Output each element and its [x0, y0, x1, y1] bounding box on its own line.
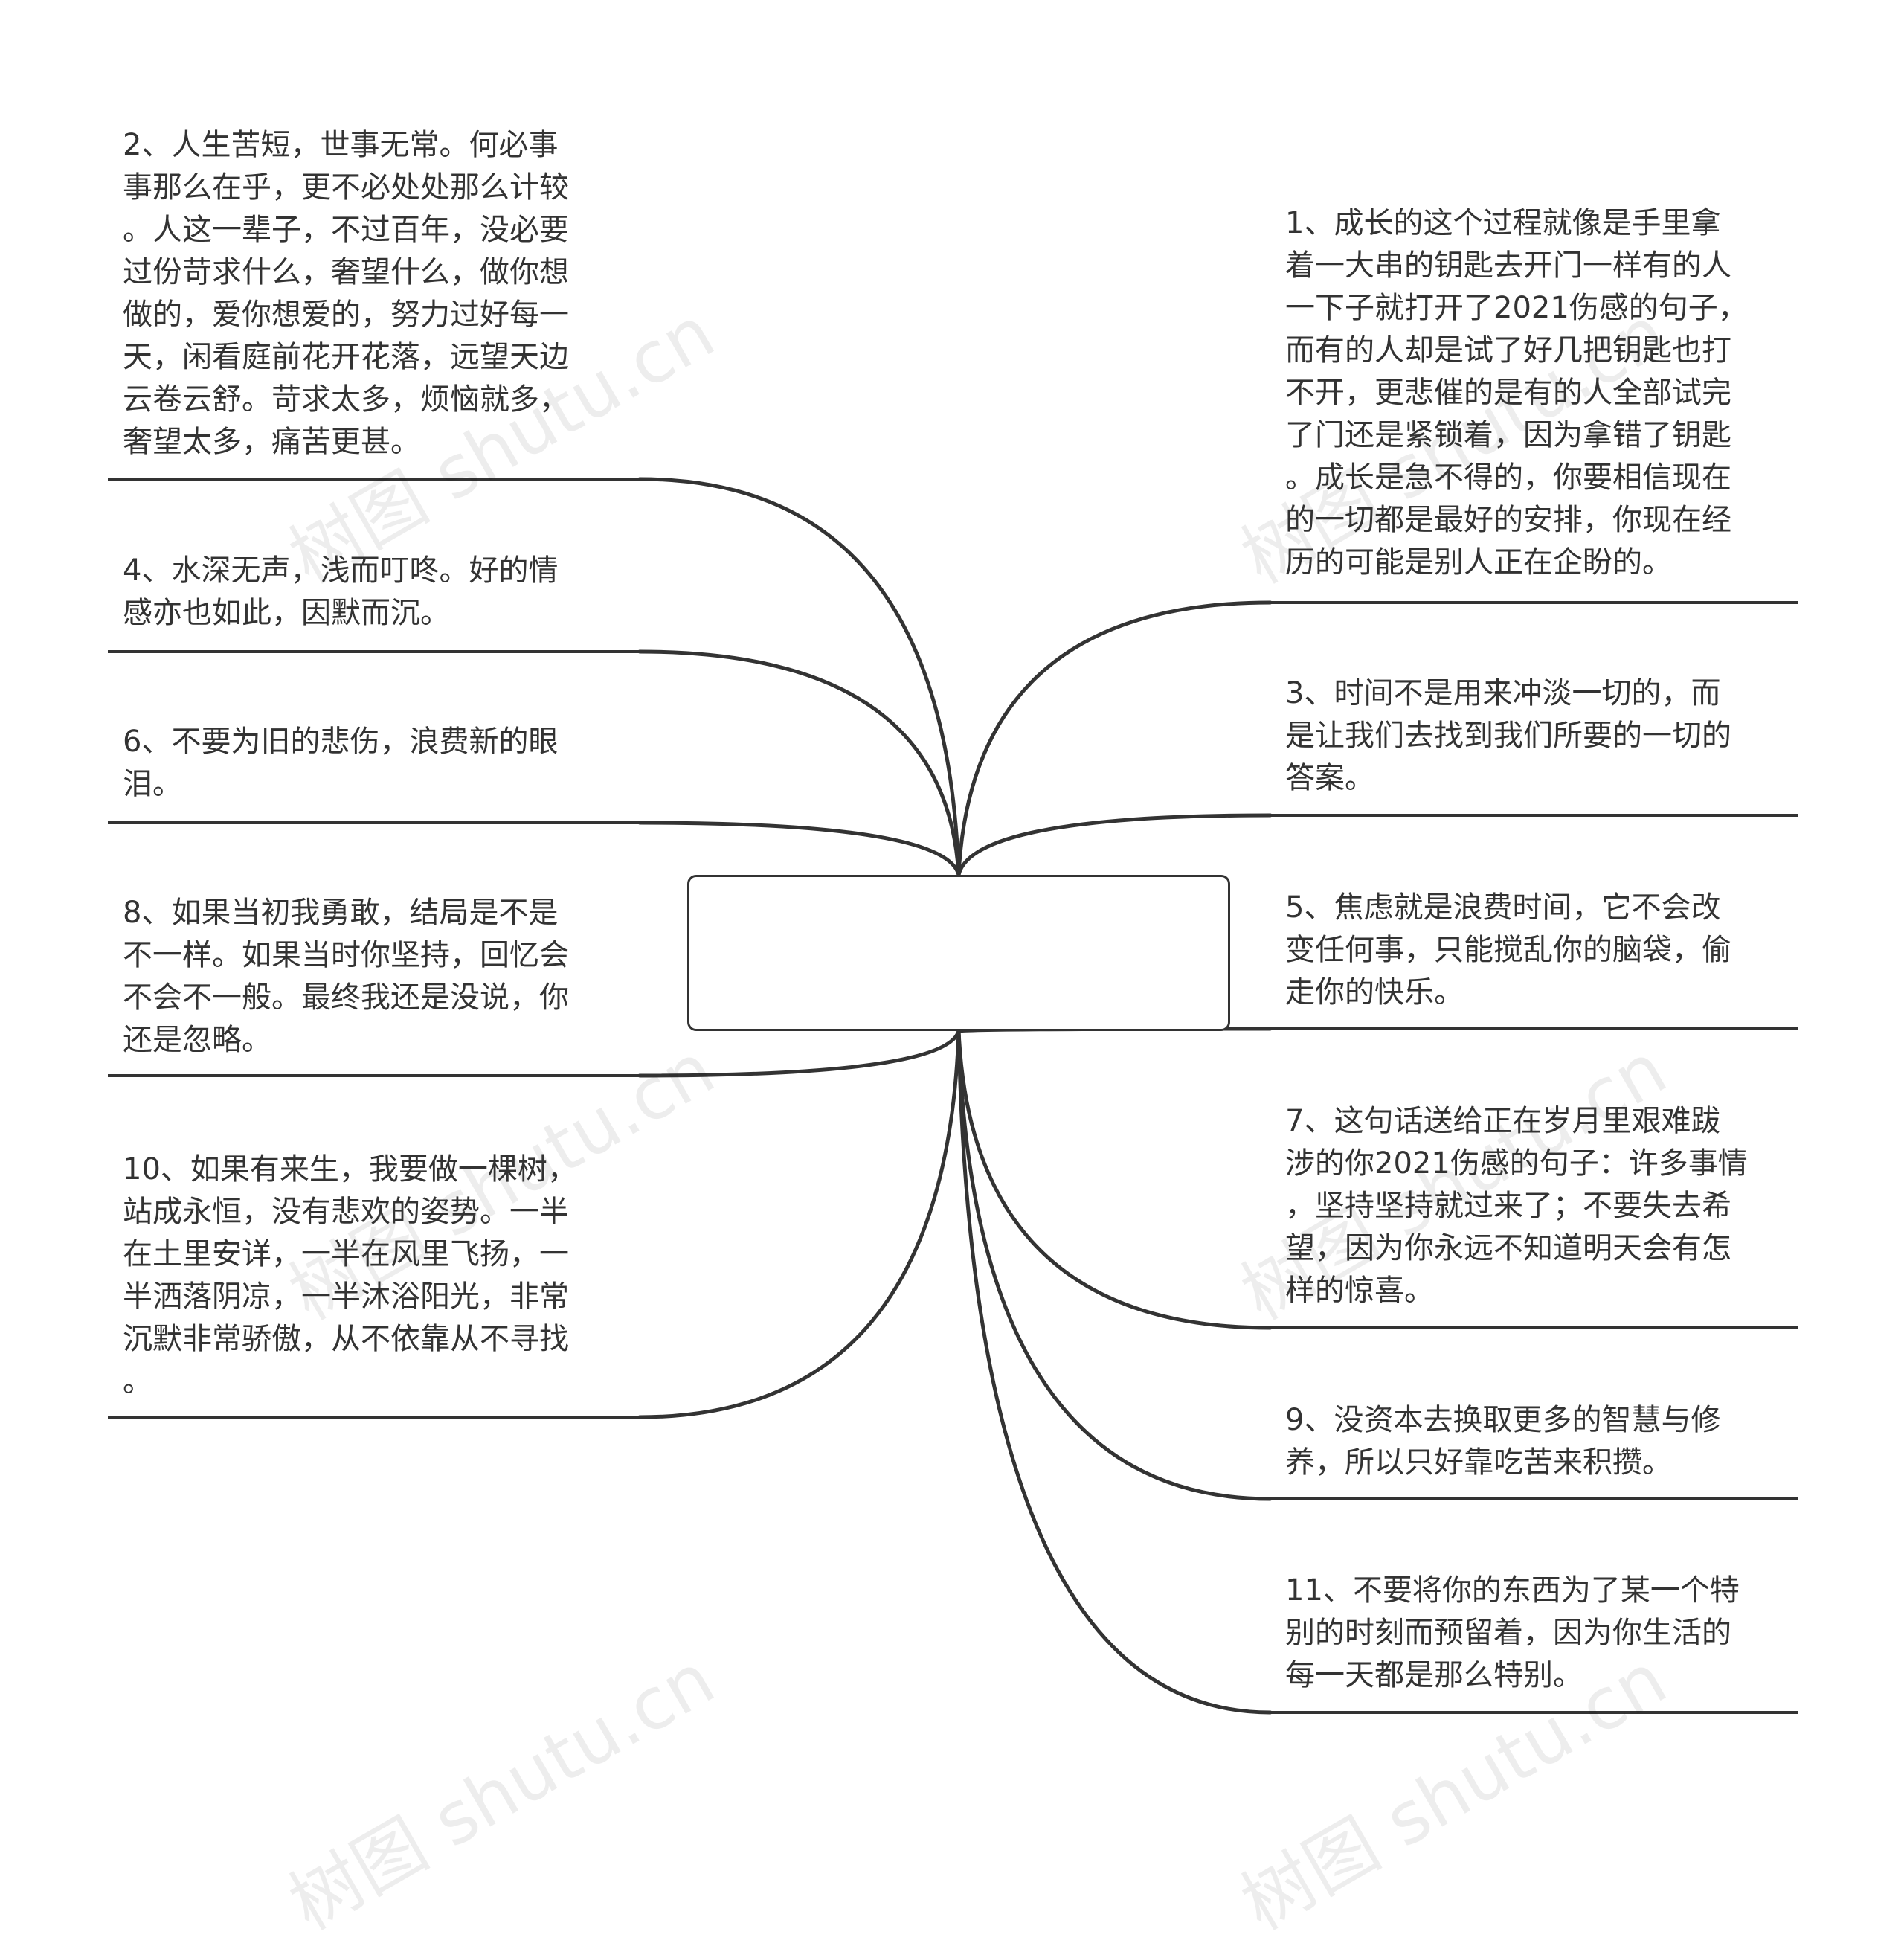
branch-node-right[interactable]: 3、时间不是用来冲淡一切的，而 是让我们去找到我们所要的一切的 答案。 [1285, 676, 1731, 795]
connector-left [637, 1029, 961, 1419]
branch-node-right[interactable]: 9、没资本去换取更多的智慧与修 养，所以只好靠吃苦来积攒。 [1285, 1403, 1721, 1480]
branch-node-left[interactable]: 2、人生苦短，世事无常。何必事 事那么在乎，更不必处处那么计较 。人这一辈子，不… [123, 128, 569, 459]
branch-node-left[interactable]: 10、如果有来生，我要做一棵树， 站成永恒，没有悲欢的姿势。一半 在土里安详，一… [123, 1152, 577, 1399]
branch-node-left[interactable]: 8、如果当初我勇敢，结局是不是 不一样。如果当时你坚持，回忆会 不会不一般。最终… [123, 896, 569, 1057]
connector-right [956, 600, 1273, 877]
branch-node-right[interactable]: 11、不要将你的东西为了某一个特 别的时刻而预留着，因为你生活的 每一天都是那么… [1285, 1573, 1740, 1692]
connector-right [956, 813, 1273, 877]
connector-left [637, 821, 961, 877]
branch-node-left[interactable]: 4、水深无声，浅而叮咚。好的情 感亦也如此，因默而沉。 [123, 553, 559, 630]
branch-node-right[interactable]: 1、成长的这个过程就像是手里拿 着一大串的钥匙去开门一样有的人 一下子就打开了2… [1285, 206, 1748, 579]
connector-right [956, 1029, 1273, 1330]
connector-left [637, 649, 961, 877]
branch-node-right[interactable]: 5、焦虑就是浪费时间，它不会改 变任何事，只能搅乱你的脑袋，偷 走你的快乐。 [1285, 890, 1731, 1009]
connector-right [956, 1029, 1273, 1501]
branch-node-left[interactable]: 6、不要为旧的悲伤，浪费新的眼 泪。 [123, 725, 559, 801]
mindmap-connectors [108, 477, 1798, 1715]
connector-left [637, 1029, 961, 1078]
center-topic-node[interactable] [687, 875, 1230, 1031]
connector-right [956, 1029, 1273, 1715]
connector-left [637, 477, 961, 877]
branch-node-right[interactable]: 7、这句话送给正在岁月里艰难跋 涉的你2021伤感的句子：许多事情 ，坚持坚持就… [1285, 1104, 1748, 1308]
